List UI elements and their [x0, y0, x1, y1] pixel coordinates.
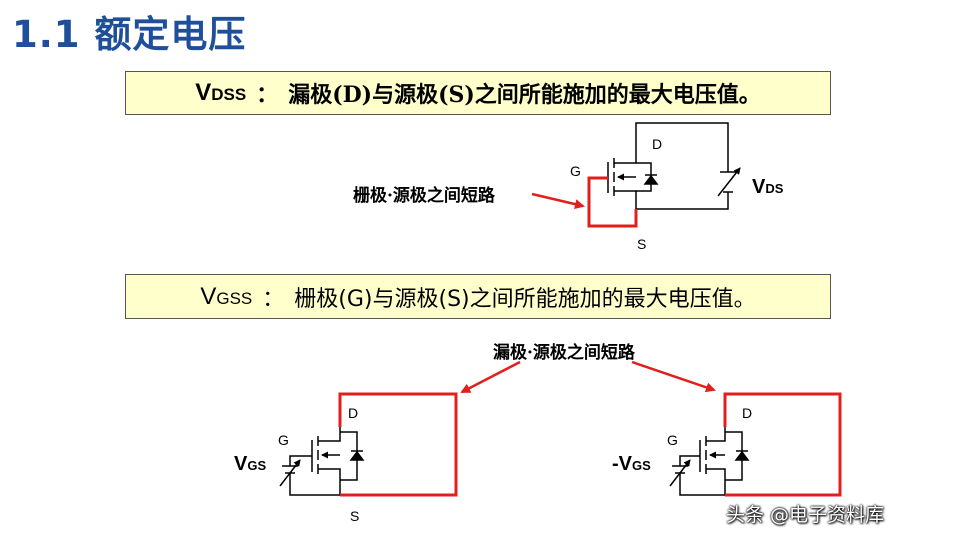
source-terminal — [318, 468, 341, 495]
vgss-separator: ： — [262, 286, 285, 312]
vds-variable-arrow — [717, 167, 741, 197]
gate-source-short-arrow — [531, 192, 585, 210]
drain-terminal — [706, 427, 726, 442]
d1-source-label: S — [637, 236, 647, 252]
d1-gate-label: G — [570, 163, 581, 179]
watermark: 头条 @电子资料库 — [726, 504, 885, 526]
gate-source-short-wire — [587, 176, 638, 228]
vdss-circuit — [607, 122, 741, 210]
vgss-circuit-left — [279, 427, 365, 496]
page-title: 1.1 额定电压 — [12, 13, 247, 56]
vdss-definition-box: VDSS ： 漏极(D)与源极(S)之间所能施加的最大电压值。 — [125, 71, 831, 115]
drain-source-short-wire-right — [723, 392, 842, 497]
vgss-circuit-right — [669, 427, 750, 496]
d2l-source-label: S — [350, 508, 360, 524]
diode-icon — [734, 450, 750, 461]
source-terminal — [706, 468, 726, 495]
neg-vgs-label: -VGS — [612, 453, 651, 475]
drain-loop-wire — [635, 122, 729, 172]
gate-wire — [679, 455, 700, 466]
neg-vgs-variable-arrow — [669, 459, 691, 487]
vgs-variable-arrow — [279, 459, 301, 487]
vds-label: VDS — [752, 176, 784, 198]
vgss-definition-box: VGSS ： 栅极(G)与源极(S)之间所能施加的最大电压值。 — [125, 274, 831, 319]
d1-drain-label: D — [652, 136, 663, 152]
vgs-label: VGS — [234, 453, 267, 475]
drain-source-short-arrow-left — [460, 360, 521, 394]
source-loop-wire — [636, 192, 729, 210]
drain-source-short-arrow-right — [631, 360, 716, 393]
d2l-drain-label: D — [348, 405, 359, 421]
gate-source-short-note: 栅极·源极之间短路 — [353, 186, 495, 206]
vdss-symbol: VDSS — [195, 79, 247, 106]
drain-source-short-note: 漏极·源极之间短路 — [493, 343, 635, 363]
diode-wire — [636, 162, 652, 192]
drain-terminal — [318, 427, 341, 442]
drain-terminal — [614, 152, 637, 164]
gate-wire — [289, 455, 312, 466]
vgss-symbol: VGSS — [200, 282, 253, 310]
diode-icon — [349, 450, 365, 461]
vgs-return-wire — [289, 473, 340, 496]
neg-vgs-return-wire — [679, 473, 725, 496]
drain-source-short-wire-left — [338, 392, 458, 497]
vgss-text: 栅极(G)与源极(S)之间所能施加的最大电压值。 — [294, 286, 756, 312]
vdss-text: 漏极(D)与源极(S)之间所能施加的最大电压值。 — [288, 82, 761, 108]
vdss-separator: ： — [256, 82, 279, 108]
diode-icon — [643, 174, 659, 185]
d2r-gate-label: G — [667, 432, 678, 448]
source-terminal — [614, 190, 637, 209]
d2l-gate-label: G — [278, 432, 289, 448]
d2r-drain-label: D — [742, 405, 753, 421]
